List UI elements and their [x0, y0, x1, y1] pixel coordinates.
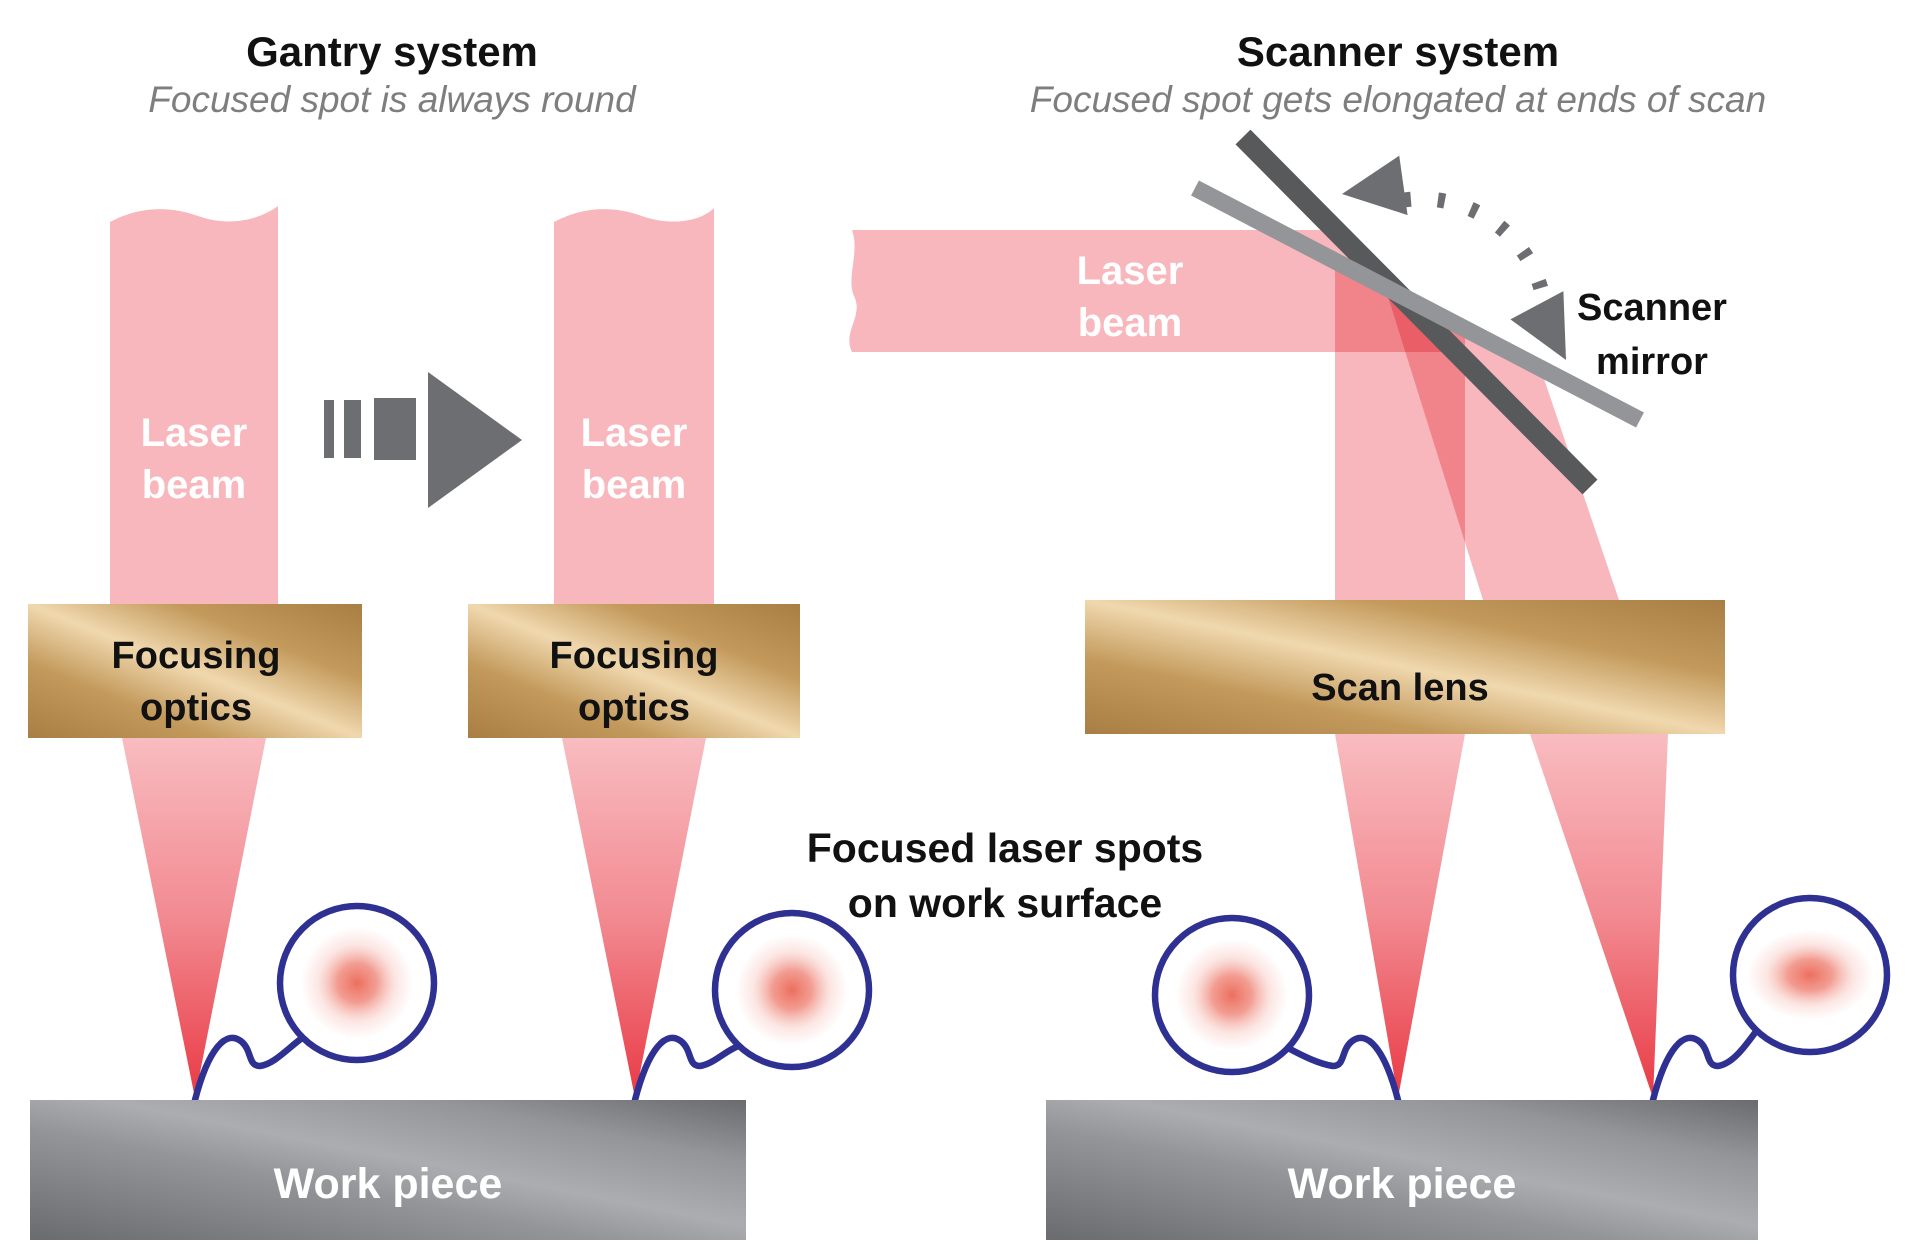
work-piece-right-label: Work piece — [1288, 1160, 1517, 1208]
focusing-optics-1-label-line2: optics — [140, 687, 252, 729]
scanner-mirror-position-2 — [1191, 180, 1644, 428]
focusing-optics-box-2 — [468, 604, 800, 738]
scanner-mirror-label-line2: mirror — [1596, 341, 1708, 383]
scanner-laser-beam-horizontal — [849, 230, 1466, 352]
pointer-squiggle-1 — [191, 1034, 306, 1104]
scanner-beam-label-line1: Laser — [1077, 249, 1184, 293]
rotation-arrowhead-left-icon — [1342, 155, 1408, 216]
focused-spots-caption-line1: Focused laser spots — [807, 825, 1203, 871]
arrow-dash-3 — [374, 398, 416, 460]
scanner-subtitle: Focused spot gets elongated at ends of s… — [1030, 79, 1766, 120]
gantry-beam-2-label-line1: Laser — [581, 411, 688, 455]
focusing-optics-box-1 — [28, 604, 362, 738]
reflected-beam-slanted — [1385, 287, 1619, 600]
scanner-title: Scanner system — [1237, 28, 1559, 75]
focused-cone-center-scan — [1335, 734, 1465, 1098]
focusing-optics-1-label-line1: Focusing — [112, 635, 281, 677]
round-spot-2 — [736, 934, 848, 1046]
pointer-squiggle-3 — [1284, 1034, 1402, 1104]
work-piece-left-label: Work piece — [274, 1160, 503, 1208]
focused-cone-1 — [122, 738, 266, 1098]
work-piece-right — [1046, 1100, 1758, 1240]
gantry-title: Gantry system — [246, 28, 538, 75]
scan-lens-label: Scan lens — [1311, 667, 1488, 709]
focusing-optics-2-label-line1: Focusing — [550, 635, 719, 677]
gantry-subtitle: Focused spot is always round — [148, 79, 637, 120]
arrow-head-icon — [428, 372, 522, 508]
rotation-arc — [1402, 191, 1554, 327]
mirror-rotation-arrow — [1342, 155, 1566, 360]
focused-cone-2 — [562, 738, 706, 1098]
focusing-optics-2-label-line2: optics — [578, 687, 690, 729]
elongated-spot — [1747, 930, 1873, 1020]
focused-cone-edge-scan — [1530, 734, 1668, 1098]
gantry-beam-1-label-line2: beam — [142, 463, 247, 507]
gantry-beam-2-label-line2: beam — [582, 463, 687, 507]
gantry-beam-1-label-line1: Laser — [141, 411, 248, 455]
round-spot-1 — [301, 927, 413, 1039]
focused-spots-caption-line2: on work surface — [848, 880, 1162, 926]
round-spot-3 — [1176, 939, 1288, 1051]
gantry-laser-beam-2 — [554, 208, 714, 604]
scanner-beam-label-line2: beam — [1078, 301, 1183, 345]
rotation-arrowhead-right-icon — [1510, 291, 1566, 360]
gantry-laser-beam-1 — [110, 206, 278, 604]
scanner-mirror-label-line1: Scanner — [1577, 287, 1727, 329]
work-piece-left — [30, 1100, 746, 1240]
pointer-squiggle-4 — [1649, 1026, 1761, 1104]
beam-translation-arrow — [324, 372, 522, 508]
arrow-dash-2 — [344, 400, 361, 458]
pointer-squiggle-2 — [631, 1034, 743, 1104]
scan-lens-box — [1085, 600, 1725, 734]
arrow-dash-1 — [324, 400, 334, 458]
